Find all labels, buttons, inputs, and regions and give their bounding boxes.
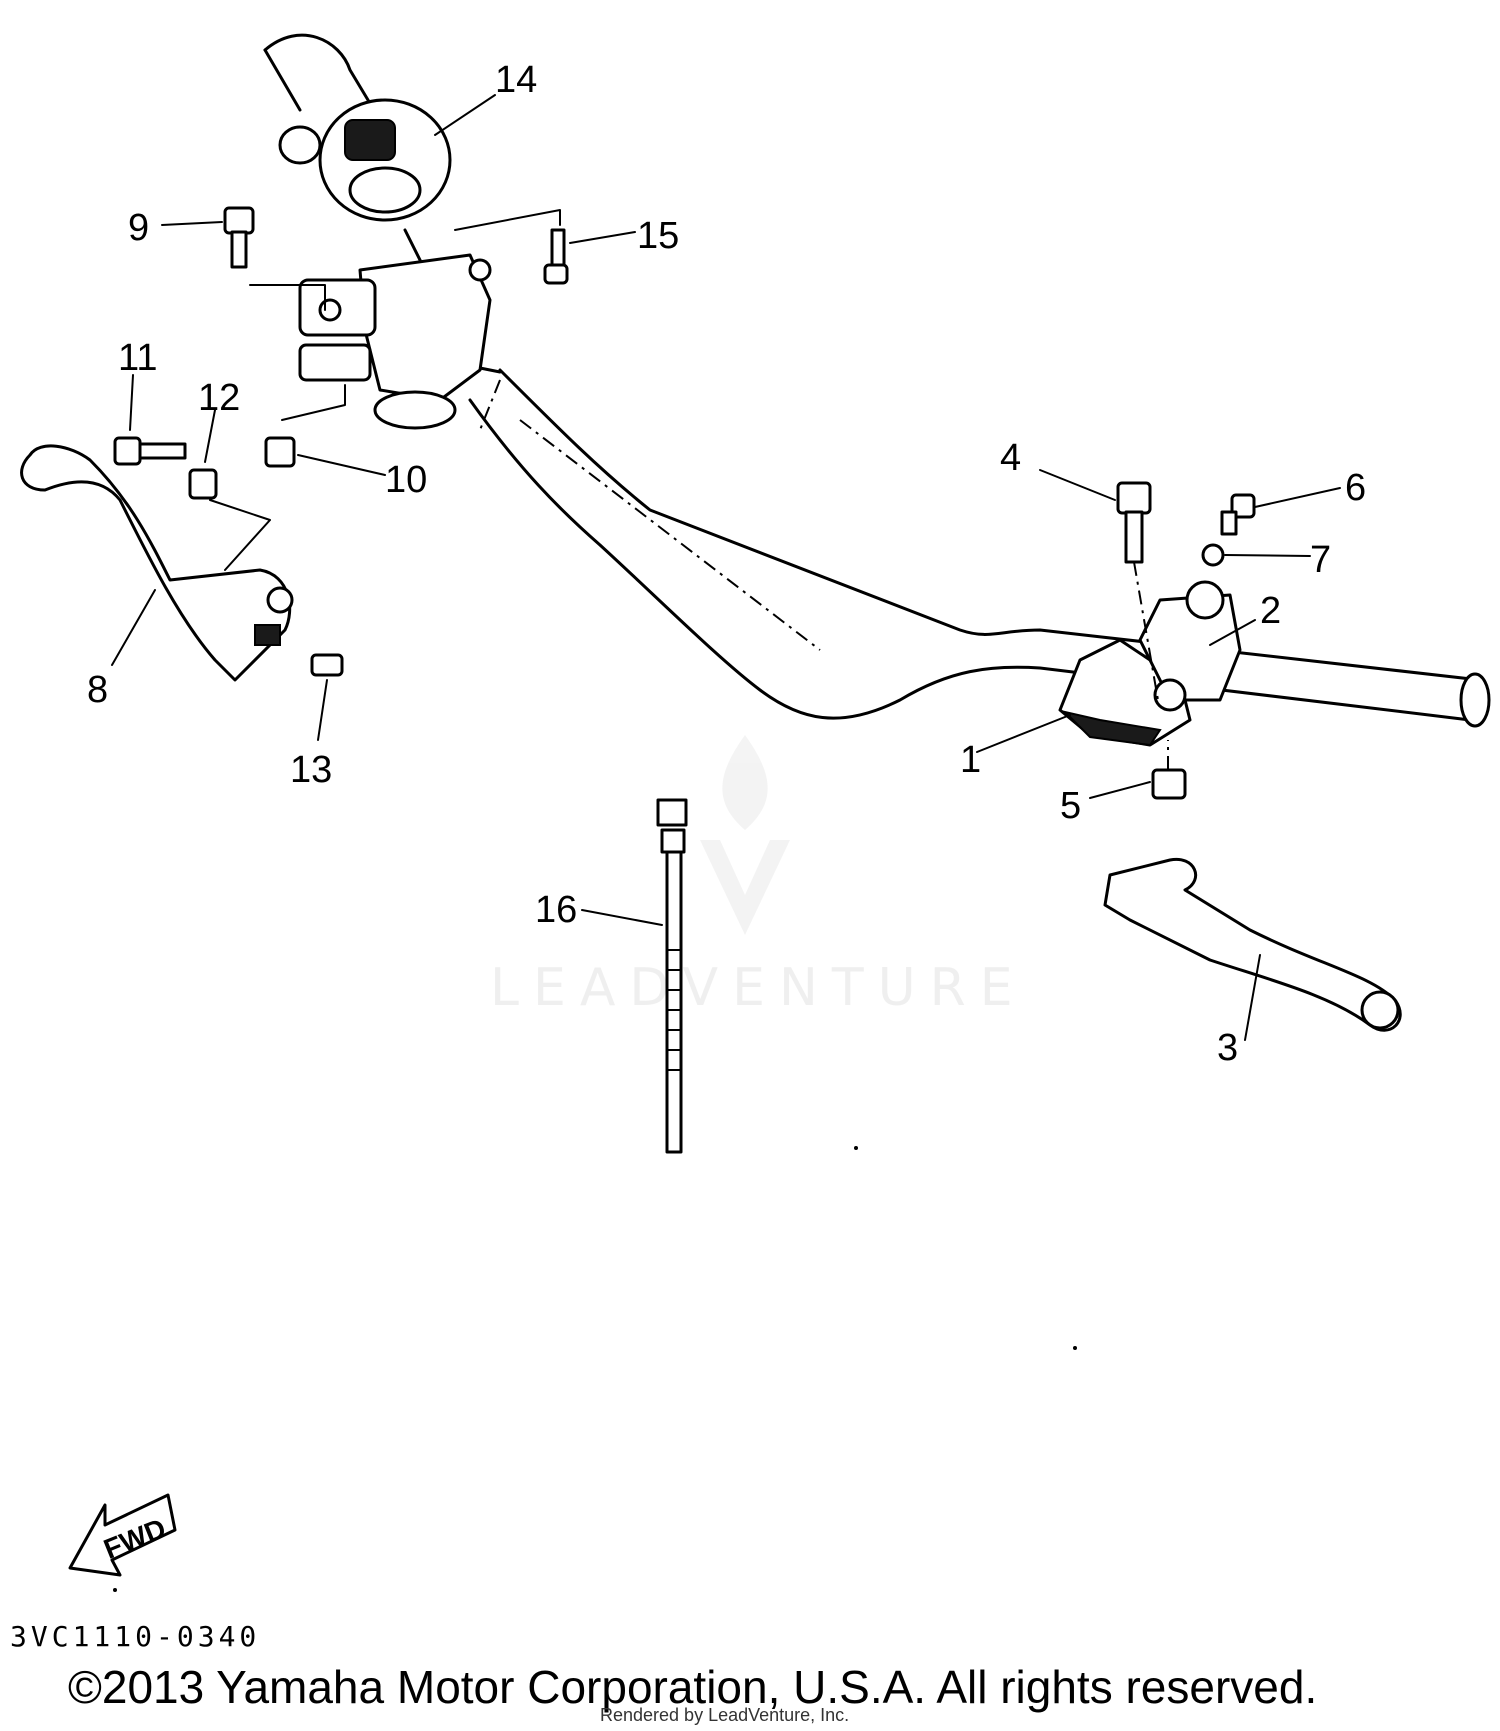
screw-15 [454,209,569,285]
callout-numbers: 1 2 3 4 5 6 7 8 9 10 11 12 13 14 15 16 [87,59,1366,1069]
callout-11: 11 [118,337,157,379]
fwd-arrow: FWD [68,1493,177,1577]
copyright-notice: ©2013 Yamaha Motor Corporation, U.S.A. A… [68,1661,1318,1713]
handlebar [263,33,1491,728]
bolt-4 [1116,481,1159,701]
callout-5: 5 [1060,785,1081,827]
callout-15: 15 [637,215,679,257]
callout-10: 10 [385,459,427,501]
clutch-lever-holder [1058,580,1242,747]
cable-tie [656,798,688,1154]
front-brake-lever [20,444,294,682]
callout-3: 3 [1217,1027,1238,1069]
callout-6: 6 [1345,467,1366,509]
master-cylinder [298,253,492,430]
throttle-housing [278,98,452,302]
drawing-code: 3VC1110-0340 [10,1620,261,1653]
callout-2: 2 [1260,590,1281,632]
screw-6 [1220,493,1256,536]
watermark-text: LEADVENTURE [490,958,1027,1018]
nut-5 [1151,740,1187,800]
leader-lines [111,94,1341,1041]
clutch-lever [1103,857,1402,1032]
screw-13 [310,653,344,677]
callout-13: 13 [290,749,332,791]
callout-12: 12 [198,377,240,419]
rendered-by-note: Rendered by LeadVenture, Inc. [600,1705,850,1725]
callout-1: 1 [960,739,981,781]
callout-9: 9 [128,207,149,249]
bolt-11 [113,436,187,466]
callout-16: 16 [535,889,577,931]
callout-14: 14 [495,59,537,101]
callout-7: 7 [1310,539,1331,581]
leadventure-watermark: LEADVENTURE [490,735,1027,1018]
bolt-9 [223,206,326,311]
nut-10 [264,384,346,468]
nut-12 [188,468,271,571]
callout-4: 4 [1000,437,1021,479]
callout-8: 8 [87,669,108,711]
washer-7 [1201,543,1225,567]
